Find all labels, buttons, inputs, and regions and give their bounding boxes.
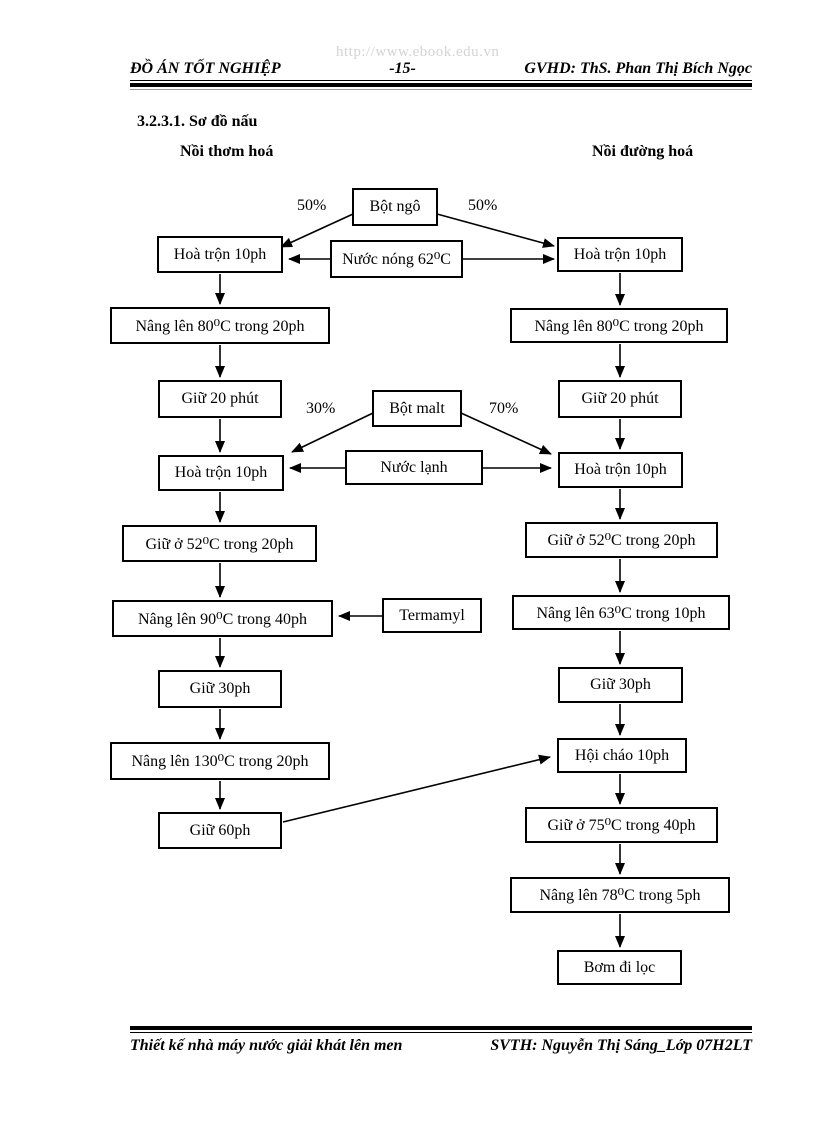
label-malt-70-right: 70%: [489, 400, 519, 417]
node-left-hoa-tron-1: Hoà trộn 10ph: [157, 236, 283, 273]
arrow-botmalt-left: [291, 412, 374, 453]
header-advisor: GVHD: ThS. Phan Thị Bích Ngọc: [524, 60, 752, 77]
node-nuoc-lanh: Nước lạnh: [345, 450, 483, 485]
node-left-giu-52: Giữ ở 52⁰C trong 20ph: [122, 525, 317, 562]
node-right-giu-20-phut: Giữ 20 phút: [558, 380, 682, 418]
node-left-giu-20-phut: Giữ 20 phút: [158, 380, 282, 418]
node-left-nang-len-80: Nâng lên 80⁰C trong 20ph: [110, 307, 330, 344]
node-left-giu-60ph: Giữ 60ph: [158, 812, 282, 849]
node-right-bom-di-loc: Bơm đi lọc: [557, 950, 682, 985]
node-left-giu-30ph: Giữ 30ph: [158, 670, 282, 708]
node-right-nang-len-80: Nâng lên 80⁰C trong 20ph: [510, 308, 728, 343]
node-right-hoa-tron-2: Hoà trộn 10ph: [558, 452, 683, 488]
label-corn-50-right: 50%: [468, 197, 498, 214]
page-footer: Thiết kế nhà máy nước giải khát lên men …: [130, 1026, 752, 1055]
label-corn-50-left: 50%: [297, 197, 327, 214]
left-column-title: Nồi thơm hoá: [180, 143, 274, 160]
node-right-giu-75: Giữ ở 75⁰C trong 40ph: [525, 807, 718, 843]
node-right-nang-len-78: Nâng lên 78⁰C trong 5ph: [510, 877, 730, 913]
node-termamyl: Termamyl: [382, 598, 482, 633]
footer-rule-thick: [130, 1026, 752, 1030]
footer-student: SVTH: Nguyễn Thị Sáng_Lớp 07H2LT: [490, 1037, 752, 1054]
node-bot-ngo: Bột ngô: [352, 188, 438, 226]
watermark-url: http://www.ebook.edu.vn: [336, 44, 500, 60]
node-right-hoa-tron-1: Hoà trộn 10ph: [557, 237, 683, 272]
node-right-nang-len-63: Nâng lên 63⁰C trong 10ph: [512, 595, 730, 630]
header-rule-thin: [130, 88, 752, 90]
page-header: ĐỒ ÁN TỐT NGHIỆP -15- GVHD: ThS. Phan Th…: [130, 60, 752, 90]
node-right-hoi-chao: Hội cháo 10ph: [557, 738, 687, 773]
node-right-giu-52: Giữ ở 52⁰C trong 20ph: [525, 522, 718, 558]
node-left-nang-len-130: Nâng lên 130⁰C trong 20ph: [110, 742, 330, 780]
footer-rule-thin: [130, 1032, 752, 1033]
header-rule-thick: [130, 83, 752, 87]
node-nuoc-nong: Nước nóng 62⁰C: [330, 240, 463, 278]
right-column-title: Nồi đường hoá: [592, 143, 694, 160]
header-project-title: ĐỒ ÁN TỐT NGHIỆP: [130, 60, 281, 77]
node-bot-malt: Bột malt: [372, 390, 462, 427]
header-page-number: -15-: [389, 60, 416, 77]
node-left-hoa-tron-2: Hoà trộn 10ph: [158, 455, 284, 491]
node-right-giu-30ph: Giữ 30ph: [558, 667, 683, 703]
arrow-botmalt-right: [460, 412, 552, 455]
label-malt-30-left: 30%: [306, 400, 336, 417]
section-title: 3.2.3.1. Sơ đồ nấu: [137, 113, 258, 130]
node-left-nang-len-90: Nâng lên 90⁰C trong 40ph: [112, 600, 333, 637]
footer-thesis-title: Thiết kế nhà máy nước giải khát lên men: [130, 1037, 403, 1054]
